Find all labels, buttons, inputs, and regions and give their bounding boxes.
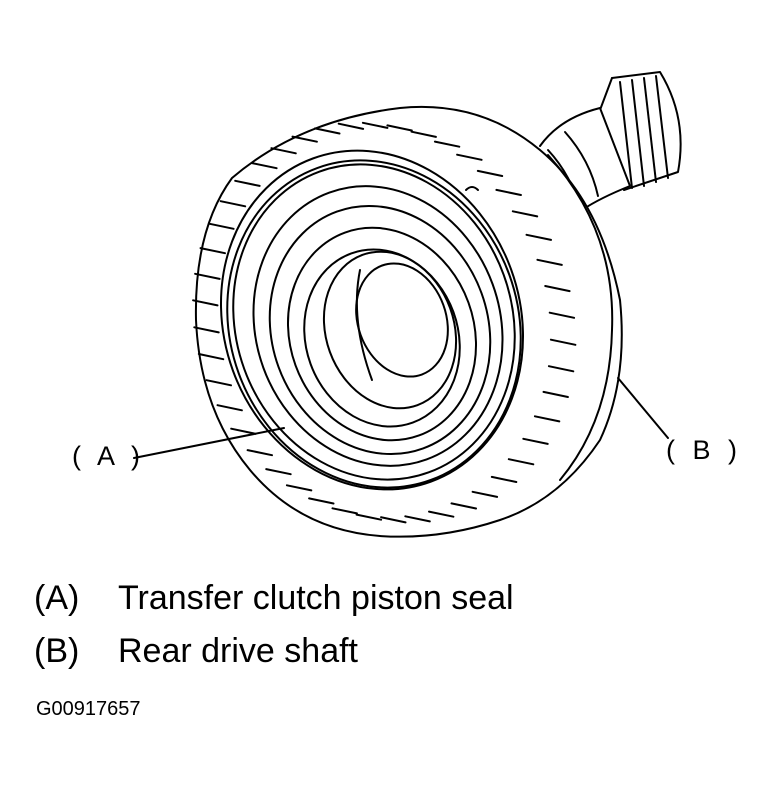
- spline-tooth: [450, 502, 477, 510]
- spline-tooth: [507, 458, 535, 466]
- spline-tooth: [308, 497, 335, 505]
- spline-tooth: [197, 353, 225, 361]
- spline-tooth: [533, 415, 561, 423]
- spline-tooth: [549, 338, 577, 346]
- spline-tooth: [205, 379, 232, 387]
- spline-tooth: [404, 515, 431, 523]
- spline-tooth: [544, 285, 571, 293]
- legend-text-a: Transfer clutch piston seal: [118, 579, 514, 617]
- spline-tooth: [536, 258, 563, 266]
- legend-item-b: (B) Rear drive shaft: [34, 634, 358, 668]
- spline-tooth: [355, 513, 383, 521]
- spline-tooth: [246, 449, 273, 457]
- transfer-clutch-piston-seal: [226, 159, 522, 489]
- drum-front-face: [219, 149, 525, 491]
- spline-tooth: [314, 127, 341, 135]
- spline-tooth: [285, 484, 313, 492]
- leader-line-a: [133, 427, 285, 459]
- spline-tooth: [410, 130, 437, 138]
- spline-tooth: [331, 507, 358, 515]
- spline-tooth: [525, 233, 552, 241]
- spline-tooth: [270, 147, 297, 155]
- spline-tooth: [428, 510, 455, 518]
- spline-tooth: [337, 122, 365, 130]
- rear-drive-shaft: [539, 71, 682, 211]
- legend-key-a: (A): [34, 579, 80, 617]
- legend-item-a: (A) Transfer clutch piston seal: [34, 581, 514, 615]
- spline-tooth: [291, 135, 318, 143]
- transfer-clutch-drum-illustration: [133, 71, 682, 538]
- spline-tooth: [208, 222, 235, 230]
- spline-tooth: [193, 326, 220, 334]
- spline-tooth: [219, 200, 247, 208]
- spline-tooth: [234, 179, 261, 187]
- legend-text-b: Rear drive shaft: [118, 632, 358, 670]
- spline-tooth: [542, 390, 569, 398]
- figure-id: G00917657: [36, 698, 141, 720]
- spline-tooth: [490, 475, 518, 483]
- legend-key-b: (B): [34, 632, 80, 670]
- spline-tooth: [522, 437, 549, 445]
- face-mark: [465, 186, 479, 191]
- spline-tooth: [433, 140, 461, 148]
- spline-tooth: [386, 124, 413, 132]
- callout-a-label: ( A ): [72, 441, 146, 471]
- spline-tooth: [547, 365, 575, 373]
- spline-tooth: [361, 121, 389, 129]
- spline-tooth: [216, 404, 243, 412]
- spline-tooth: [380, 516, 407, 524]
- spline-tooth: [199, 247, 226, 255]
- inner-bore: [303, 248, 461, 428]
- leader-line-b: [617, 377, 669, 439]
- spline-tooth: [511, 210, 539, 218]
- spline-tooth: [251, 162, 278, 170]
- spline-tooth: [192, 299, 219, 307]
- spline-tooth: [548, 311, 576, 319]
- spline-tooth: [476, 169, 504, 177]
- spline-tooth: [265, 468, 292, 476]
- spline-tooth: [230, 427, 257, 435]
- spline-tooth: [456, 153, 483, 161]
- callout-b-label: ( B ): [666, 435, 742, 465]
- spline-tooth: [471, 490, 499, 498]
- spline-tooth: [194, 272, 221, 280]
- spline-tooth: [495, 188, 522, 196]
